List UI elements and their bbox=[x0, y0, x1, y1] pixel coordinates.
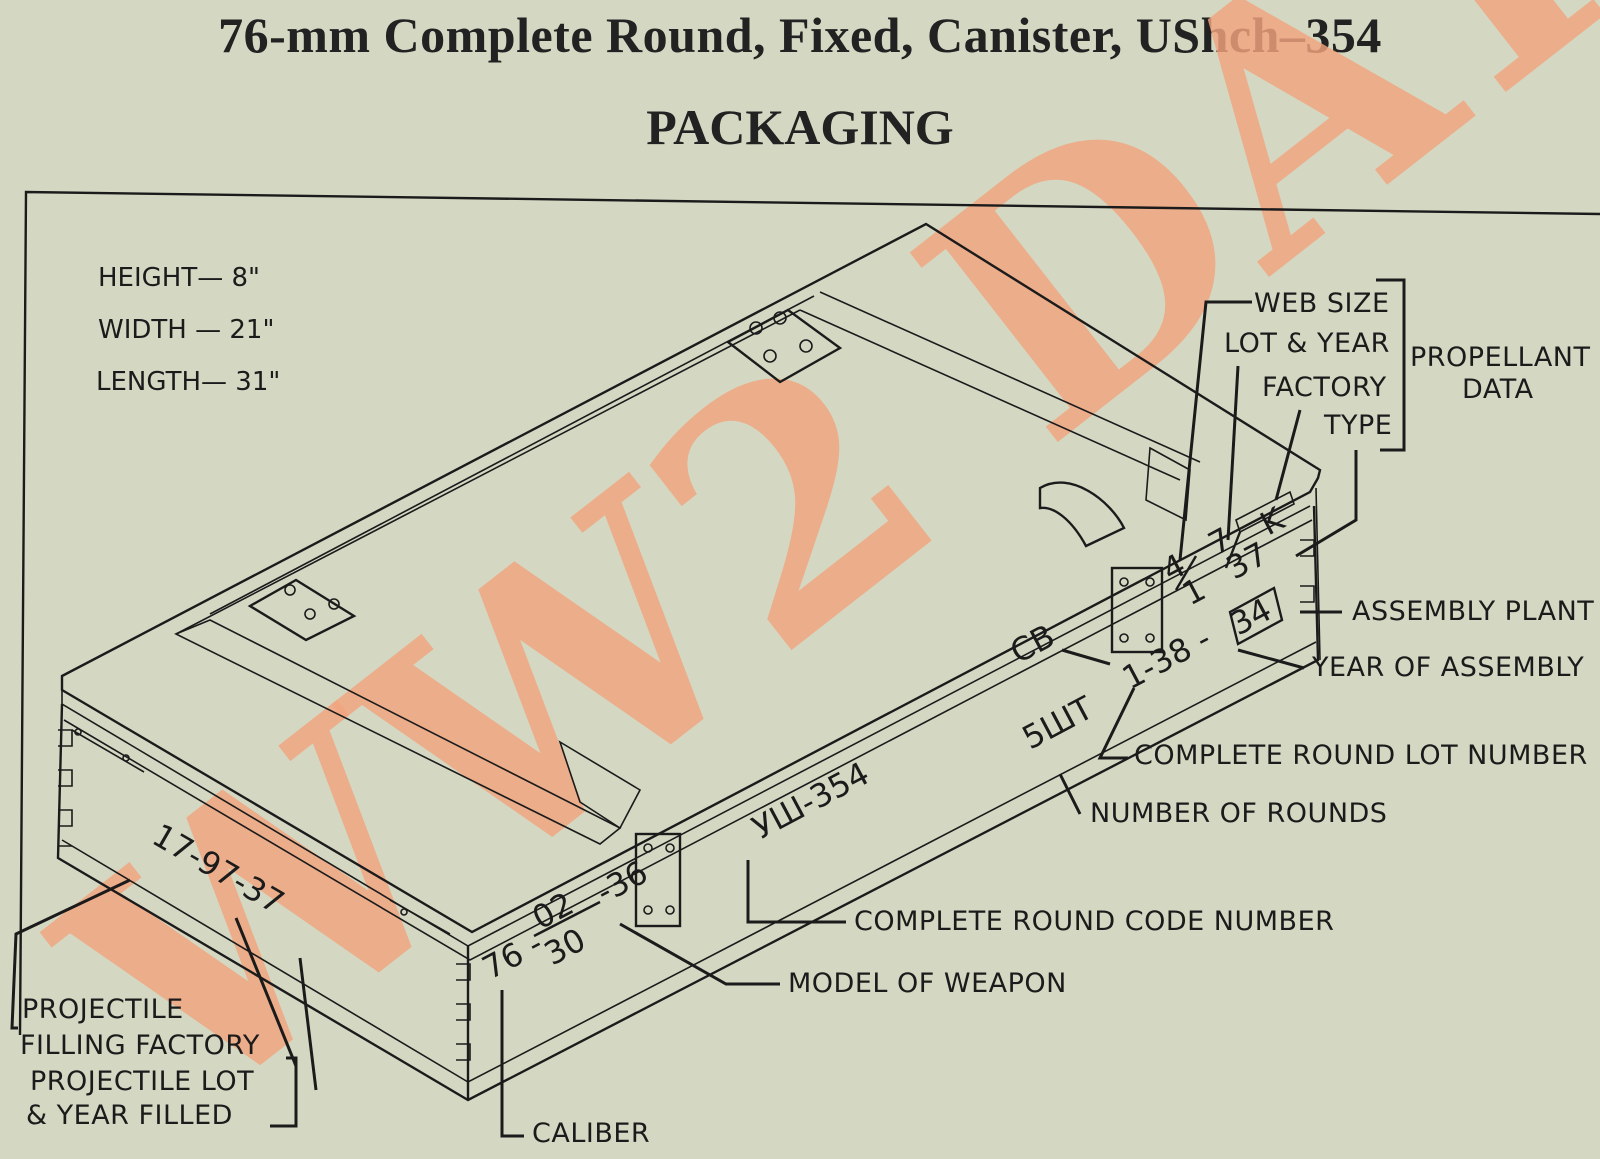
propellant-callouts: WEB SIZE LOT & YEAR FACTORY TYPE PROPELL… bbox=[1178, 278, 1591, 561]
projectile-label: PROJECTILE bbox=[22, 994, 184, 1025]
page-title: 76-mm Complete Round, Fixed, Canister, U… bbox=[218, 7, 1382, 63]
ammo-crate-drawing bbox=[56, 222, 1322, 1102]
assembly-plant-mark: 34 bbox=[1224, 590, 1278, 643]
propellant-data-label: DATA bbox=[1462, 374, 1534, 405]
year-filled-label: & YEAR FILLED bbox=[26, 1100, 233, 1131]
factory-label: FACTORY bbox=[1262, 372, 1387, 403]
width-dimension: WIDTH — 21" bbox=[98, 315, 274, 345]
web-size-label: WEB SIZE bbox=[1254, 288, 1390, 319]
complete-round-lot-label: COMPLETE ROUND LOT NUMBER bbox=[1134, 740, 1588, 771]
complete-round-code-label: COMPLETE ROUND CODE NUMBER bbox=[854, 906, 1334, 937]
dimensions-block: HEIGHT— 8" WIDTH — 21" LENGTH— 31" bbox=[96, 263, 280, 397]
propellant-label: PROPELLANT bbox=[1410, 342, 1591, 373]
filling-factory-label: FILLING FACTORY bbox=[20, 1030, 260, 1061]
model-of-weapon-label: MODEL OF WEAPON bbox=[788, 968, 1067, 999]
assembly-plant-label: ASSEMBLY PLANT bbox=[1352, 596, 1594, 627]
right-callouts: ASSEMBLY PLANT YEAR OF ASSEMBLY COMPLETE… bbox=[619, 596, 1594, 999]
number-of-rounds-label: NUMBER OF ROUNDS bbox=[1090, 798, 1387, 829]
rounds-count-mark: 5ШТ bbox=[1016, 688, 1100, 757]
length-dimension: LENGTH— 31" bbox=[96, 367, 280, 397]
year-of-assembly-label: YEAR OF ASSEMBLY bbox=[1311, 652, 1584, 683]
caliber-label: CALIBER bbox=[532, 1118, 650, 1149]
projectile-lot-label: PROJECTILE LOT bbox=[30, 1066, 254, 1097]
lot-year-label: LOT & YEAR bbox=[1224, 328, 1390, 359]
type-label: TYPE bbox=[1323, 410, 1392, 441]
lot-year-mark: 1-38 - bbox=[1116, 619, 1217, 697]
cb-mark: CB bbox=[1004, 617, 1061, 671]
height-dimension: HEIGHT— 8" bbox=[98, 263, 260, 293]
diagram-frame bbox=[18, 190, 1600, 1036]
left-callouts: PROJECTILE FILLING FACTORY PROJECTILE LO… bbox=[10, 878, 650, 1149]
web-size-bottom-mark: 1 bbox=[1176, 570, 1212, 613]
page-subtitle: PACKAGING bbox=[646, 99, 954, 155]
